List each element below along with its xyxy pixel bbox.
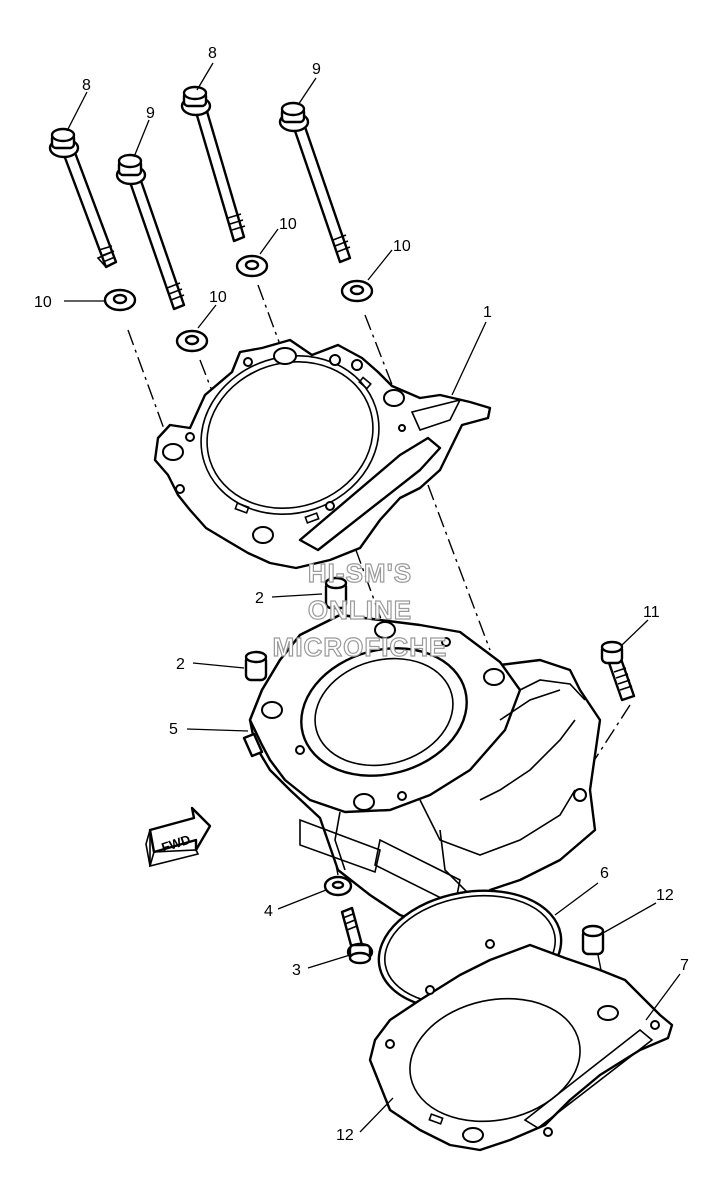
watermark-line-2: ONLINE bbox=[308, 595, 412, 625]
bolt-3 bbox=[340, 906, 374, 965]
dowel-12-right bbox=[581, 924, 605, 956]
watermark-line-1: HI-SM'S bbox=[308, 558, 412, 588]
bolt-8-left bbox=[48, 127, 118, 269]
callout-2-lower: 2 bbox=[176, 656, 185, 673]
callout-3: 3 bbox=[292, 962, 301, 979]
callout-4: 4 bbox=[264, 903, 273, 920]
bolt-9-left bbox=[115, 153, 186, 311]
washers-10 bbox=[103, 254, 374, 353]
callout-2-upper: 2 bbox=[255, 590, 264, 607]
callout-10-mid-right: 10 bbox=[279, 216, 297, 233]
bolt-9-right bbox=[278, 101, 352, 264]
washer-4 bbox=[323, 875, 353, 897]
bolt-11 bbox=[600, 640, 636, 702]
callout-9-left: 9 bbox=[146, 105, 155, 122]
watermark: HI-SM'S ONLINE MICROFICHE bbox=[272, 557, 448, 662]
watermark-line-3: MICROFICHE bbox=[273, 632, 448, 662]
callout-10-mid-left: 10 bbox=[209, 289, 227, 306]
callout-1: 1 bbox=[483, 304, 492, 321]
base-gasket-7 bbox=[368, 939, 674, 1152]
callout-8-right: 8 bbox=[208, 45, 217, 62]
callout-12-right: 12 bbox=[656, 887, 674, 904]
head-gasket-1 bbox=[153, 338, 492, 570]
callout-6: 6 bbox=[600, 865, 609, 882]
callout-10-far-left: 10 bbox=[34, 294, 52, 311]
callout-9-right: 9 bbox=[312, 61, 321, 78]
dowel-2-lower bbox=[244, 650, 268, 682]
callouts: 1 2 2 3 4 5 6 7 8 8 9 9 10 10 10 10 11 1… bbox=[34, 45, 689, 1144]
callout-7: 7 bbox=[680, 957, 689, 974]
leader-lines bbox=[64, 62, 681, 1133]
callout-12-left: 12 bbox=[336, 1127, 354, 1144]
callout-10-far-right: 10 bbox=[393, 238, 411, 255]
fwd-arrow-icon: FWD bbox=[145, 806, 212, 868]
cylinder-5 bbox=[242, 613, 602, 932]
dowel-2-upper bbox=[324, 576, 348, 610]
callout-8-left: 8 bbox=[82, 77, 91, 94]
callout-11: 11 bbox=[643, 604, 660, 621]
callout-5: 5 bbox=[169, 721, 178, 738]
bolt-8-right bbox=[180, 85, 246, 243]
